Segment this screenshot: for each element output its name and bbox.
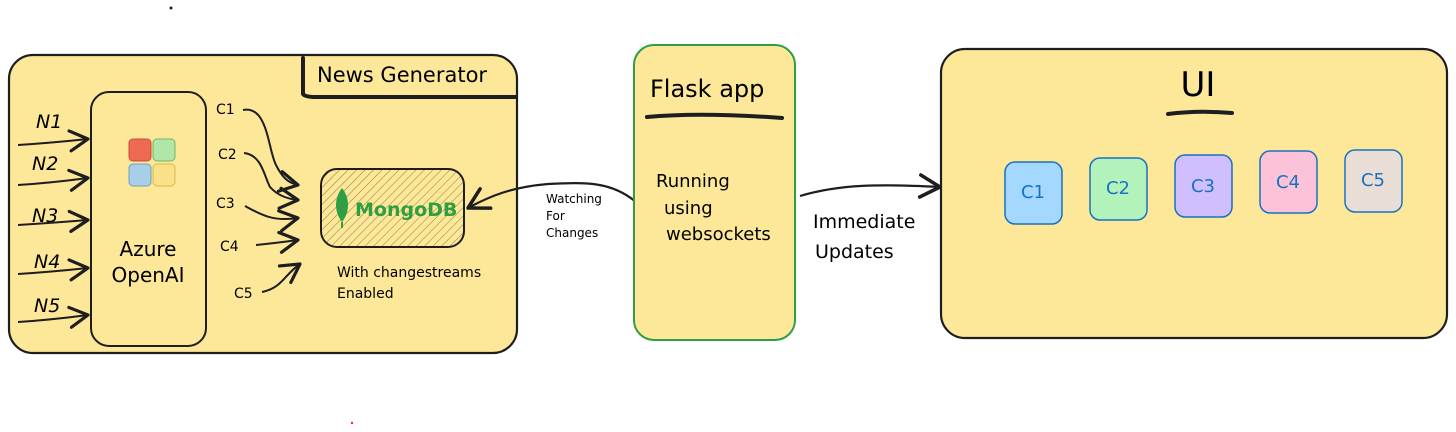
channel-label: C3 bbox=[216, 196, 235, 212]
stray-dot bbox=[169, 6, 173, 10]
news-generator-panel: News Generator bbox=[7, 53, 519, 355]
ui-card[interactable]: C5 bbox=[1344, 149, 1403, 213]
ui-title: UI bbox=[1181, 65, 1216, 105]
input-arrow bbox=[17, 168, 90, 192]
input-label: N1 bbox=[36, 111, 62, 133]
ui-card[interactable]: C1 bbox=[1004, 161, 1063, 225]
ui-card[interactable]: C2 bbox=[1089, 157, 1148, 221]
azure-openai-box: Azure OpenAI bbox=[90, 91, 207, 347]
input-arrow bbox=[17, 258, 90, 282]
updates-line1: Immediate bbox=[813, 211, 915, 233]
watching-line3: Changes bbox=[546, 226, 598, 240]
watching-line1: Watching bbox=[546, 192, 602, 206]
updates-label: Immediate Updates bbox=[813, 211, 915, 263]
db-note-line2: Enabled bbox=[337, 286, 394, 302]
input-label: N2 bbox=[32, 153, 58, 175]
input-arrow bbox=[17, 209, 90, 233]
stray-dot bbox=[350, 421, 354, 425]
ui-card-label: C2 bbox=[1106, 178, 1130, 199]
updates-arrow bbox=[799, 173, 942, 199]
flask-desc-line1: Running bbox=[656, 171, 730, 192]
updates-line2: Updates bbox=[815, 241, 894, 263]
mongodb-leaf-icon bbox=[336, 188, 348, 228]
watching-arrow bbox=[466, 182, 637, 210]
mongodb-box: MongoDB With changestreams Enabled bbox=[320, 168, 481, 302]
input-arrow bbox=[17, 305, 90, 329]
watching-line2: For bbox=[546, 209, 565, 223]
flask-title: Flask app bbox=[650, 75, 764, 103]
channel-label: C1 bbox=[216, 102, 235, 118]
mongodb-logo-text: MongoDB bbox=[355, 199, 457, 221]
flask-desc-line2: using bbox=[664, 198, 713, 219]
ui-card-label: C4 bbox=[1276, 172, 1300, 193]
azure-logo-icon bbox=[128, 138, 176, 187]
channel-label: C2 bbox=[218, 147, 237, 163]
db-note-line1: With changestreams bbox=[337, 265, 481, 281]
channel-label: C4 bbox=[220, 239, 239, 255]
ui-card[interactable]: C3 bbox=[1174, 154, 1233, 218]
azure-label: Azure bbox=[120, 237, 177, 261]
input-label: N4 bbox=[34, 251, 60, 273]
input-arrow bbox=[17, 129, 90, 153]
ui-card[interactable]: C4 bbox=[1259, 150, 1318, 214]
watching-label: Watching For Changes bbox=[546, 192, 602, 240]
news-generator-title: News Generator bbox=[317, 63, 487, 87]
input-label: N5 bbox=[34, 295, 60, 317]
channel-arrow bbox=[261, 262, 302, 293]
openai-label: OpenAI bbox=[112, 263, 185, 287]
ui-card-label: C1 bbox=[1021, 182, 1045, 203]
channels: C1 C2 C3 C4 C5 bbox=[216, 102, 302, 302]
channel-arrow bbox=[244, 205, 300, 233]
ui-card-label: C3 bbox=[1191, 176, 1215, 197]
ui-cards: C1 C2 C3 C4 C5 bbox=[1004, 149, 1403, 225]
news-inputs: N1 N2 N3 N4 N5 bbox=[17, 111, 90, 329]
flask-desc-line3: websockets bbox=[666, 224, 771, 245]
channel-label: C5 bbox=[234, 286, 253, 302]
flask-app-panel: Flask app Running using websockets bbox=[633, 44, 796, 341]
input-label: N3 bbox=[32, 205, 58, 227]
channel-arrow bbox=[255, 230, 300, 254]
channel-arrow bbox=[243, 152, 300, 210]
channel-arrow bbox=[242, 108, 300, 193]
ui-card-label: C5 bbox=[1361, 170, 1385, 191]
